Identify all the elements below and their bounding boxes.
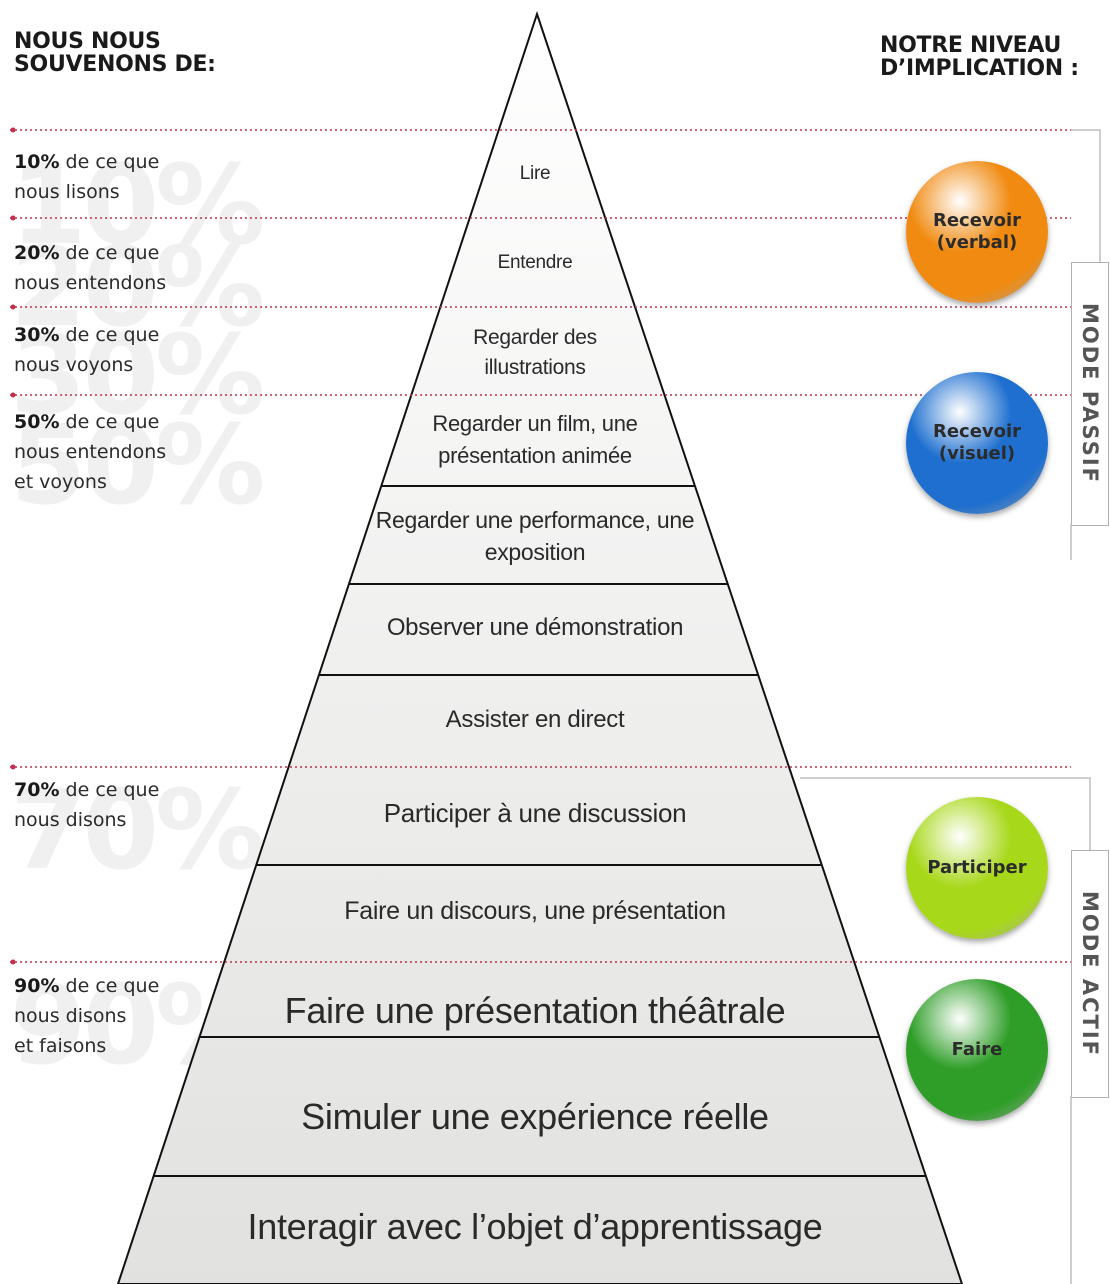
level-interagir-objet: Interagir avec l’objet d’apprentissage xyxy=(247,1206,823,1247)
retention-line: de ce que xyxy=(65,242,160,264)
ball-label-line: (visuel) xyxy=(938,443,1016,464)
level-regarder-film: Regarder un film, une présentation animé… xyxy=(405,408,665,472)
level-regarder-performance-text: Regarder une performance, une exposition xyxy=(375,507,695,565)
retention-10: 10% de ce que nous lisons xyxy=(14,147,159,207)
retention-percent: 10% xyxy=(14,151,60,173)
ball-label-line: Participer xyxy=(927,857,1027,878)
level-observer-demonstration: Observer une démonstration xyxy=(386,614,684,641)
level-regarder-performance: Regarder une performance, une exposition xyxy=(370,504,700,568)
ball-recevoir-verbal: Recevoir(verbal) xyxy=(906,161,1048,303)
retention-percent: 30% xyxy=(14,324,60,346)
retention-line: de ce que xyxy=(65,151,160,173)
retention-line: nous entendons xyxy=(14,272,167,294)
ghost-percent-30: 30% xyxy=(10,311,265,439)
level-assister-direct: Assister en direct xyxy=(445,706,625,733)
divider-dot xyxy=(10,215,16,221)
level-simuler-experience: Simuler une expérience réelle xyxy=(301,1096,769,1137)
actif-bracket-top xyxy=(800,777,1091,850)
retention-line: et faisons xyxy=(14,1035,107,1057)
level-participer-discussion: Participer à une discussion xyxy=(383,798,687,828)
level-faire-discours: Faire un discours, une présentation xyxy=(344,897,726,925)
retention-30: 30% de ce que nous voyons xyxy=(14,320,159,380)
retention-percent: 70% xyxy=(14,779,60,801)
retention-percent: 20% xyxy=(14,242,60,264)
level-regarder-illustrations: Regarder des illustrations xyxy=(455,323,615,383)
divider-dot xyxy=(10,959,16,965)
retention-percent: 90% xyxy=(14,975,60,997)
ball-label-line: (verbal) xyxy=(936,232,1018,253)
level-regarder-film-text: Regarder un film, une présentation animé… xyxy=(432,411,638,468)
retention-header: NOUS NOUS SOUVENONS DE: xyxy=(14,30,216,76)
retention-90: 90% de ce que nous disons et faisons xyxy=(14,971,159,1061)
retention-line: de ce que xyxy=(65,411,160,433)
retention-line: nous entendons xyxy=(14,441,167,463)
mode-passif-box: MODE PASSIF xyxy=(1071,262,1109,526)
retention-line: nous disons xyxy=(14,809,127,831)
passif-bracket-top xyxy=(1071,129,1101,262)
level-lire: Lire xyxy=(519,163,551,184)
ghost-percent-10: 10% xyxy=(10,141,265,269)
divider-dot xyxy=(10,764,16,770)
level-regarder-illustrations-text: Regarder des illustrations xyxy=(473,326,597,379)
retention-50: 50% de ce que nous entendons et voyons xyxy=(14,407,166,497)
mode-actif-label: MODE ACTIF xyxy=(1078,891,1102,1057)
retention-20: 20% de ce que nous entendons xyxy=(14,238,166,298)
divider-dot xyxy=(10,392,16,398)
retention-percent: 50% xyxy=(14,411,60,433)
retention-line: nous lisons xyxy=(14,181,120,203)
retention-line: de ce que xyxy=(65,975,160,997)
retention-header-line-2: SOUVENONS DE: xyxy=(14,52,216,77)
ghost-percent-20: 20% xyxy=(10,223,265,351)
ball-label-line: Recevoir xyxy=(932,210,1022,231)
level-presentation-theatrale: Faire une présentation théâtrale xyxy=(284,990,786,1031)
divider-dot xyxy=(10,127,16,133)
ghost-percent-70: 70% xyxy=(10,766,265,894)
pyramid-outline xyxy=(116,10,964,1284)
ball-participer: Participer xyxy=(906,797,1048,939)
retention-line: de ce que xyxy=(65,324,160,346)
retention-line: et voyons xyxy=(14,471,107,493)
divider-dot xyxy=(10,304,16,310)
retention-line: de ce que xyxy=(65,779,160,801)
involvement-header: NOTRE NIVEAU D’IMPLICATION : xyxy=(880,34,1079,80)
ghost-percent-50: 50% xyxy=(10,401,265,529)
involvement-header-line-1: NOTRE NIVEAU xyxy=(880,33,1062,58)
level-entendre: Entendre xyxy=(497,252,573,273)
retention-line: nous disons xyxy=(14,1005,127,1027)
involvement-header-line-2: D’IMPLICATION : xyxy=(880,56,1079,81)
mode-passif-label: MODE PASSIF xyxy=(1078,303,1102,485)
retention-header-line-1: NOUS NOUS xyxy=(14,29,161,54)
ball-label-line: Recevoir xyxy=(932,421,1022,442)
ball-faire: Faire xyxy=(906,979,1048,1121)
ball-label-line: Faire xyxy=(951,1039,1003,1060)
retention-70: 70% de ce que nous disons xyxy=(14,775,159,835)
mode-actif-box: MODE ACTIF xyxy=(1071,850,1109,1098)
ball-recevoir-visuel: Recevoir(visuel) xyxy=(906,372,1048,514)
retention-line: nous voyons xyxy=(14,354,134,376)
